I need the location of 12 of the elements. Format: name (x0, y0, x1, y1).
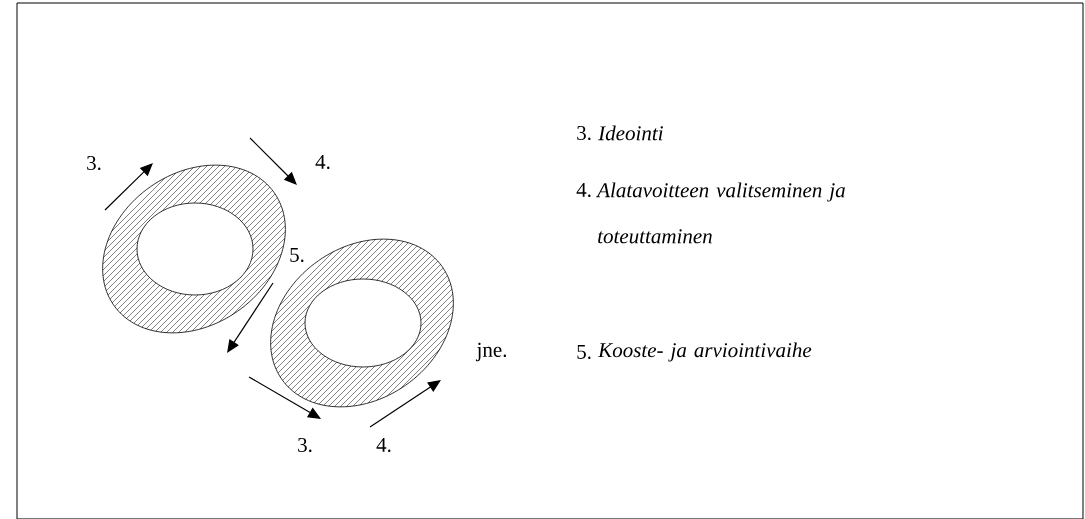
phase-name: Alatavoitteen valitseminen ja toteuttaminen (596, 182, 845, 244)
step-label: 3. (298, 437, 312, 453)
phase-name: Ideointi (598, 125, 663, 141)
step-label: 5. (290, 247, 304, 262)
list-number: 4. (576, 182, 591, 198)
list-number: 5. (577, 344, 591, 359)
list-number: 3. (577, 125, 591, 141)
step-label: 4. (376, 437, 391, 453)
step-label: 3. (87, 155, 101, 171)
continuation-label: jne. (475, 342, 507, 362)
phase-name: Kooste- ja arviointivaihe (597, 342, 812, 362)
step-label: 4. (315, 154, 330, 170)
